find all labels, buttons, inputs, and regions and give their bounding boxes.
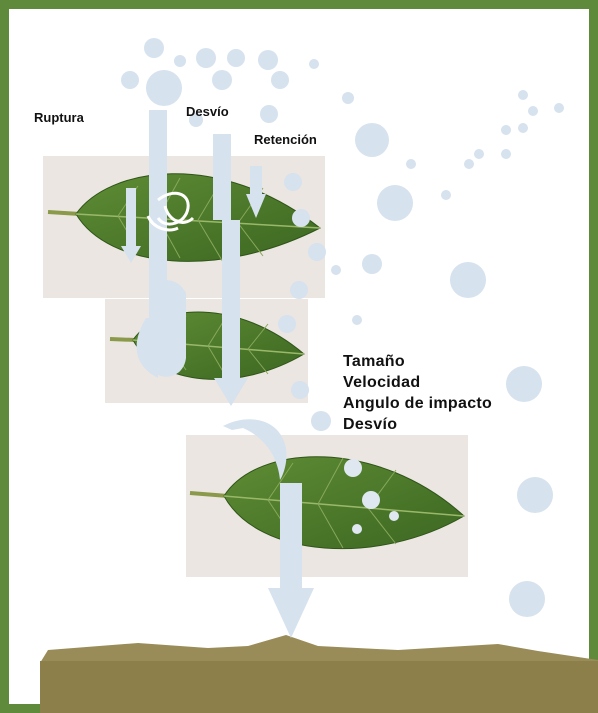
soil [40,635,598,713]
factor-velocity: Velocidad [343,372,492,393]
label-desvio: Desvío [186,104,229,119]
factor-size: Tamaño [343,351,492,372]
diagram-illustration [18,18,598,713]
label-retencion: Retención [254,132,317,147]
factors-list: Tamaño Velocidad Angulo de impacto Desví… [343,351,492,435]
diagram-canvas: Ruptura Desvío Retención Tamaño Velocida… [18,18,598,713]
factor-deviation: Desvío [343,414,492,435]
label-ruptura: Ruptura [34,110,84,125]
factor-impact-angle: Angulo de impacto [343,393,492,414]
